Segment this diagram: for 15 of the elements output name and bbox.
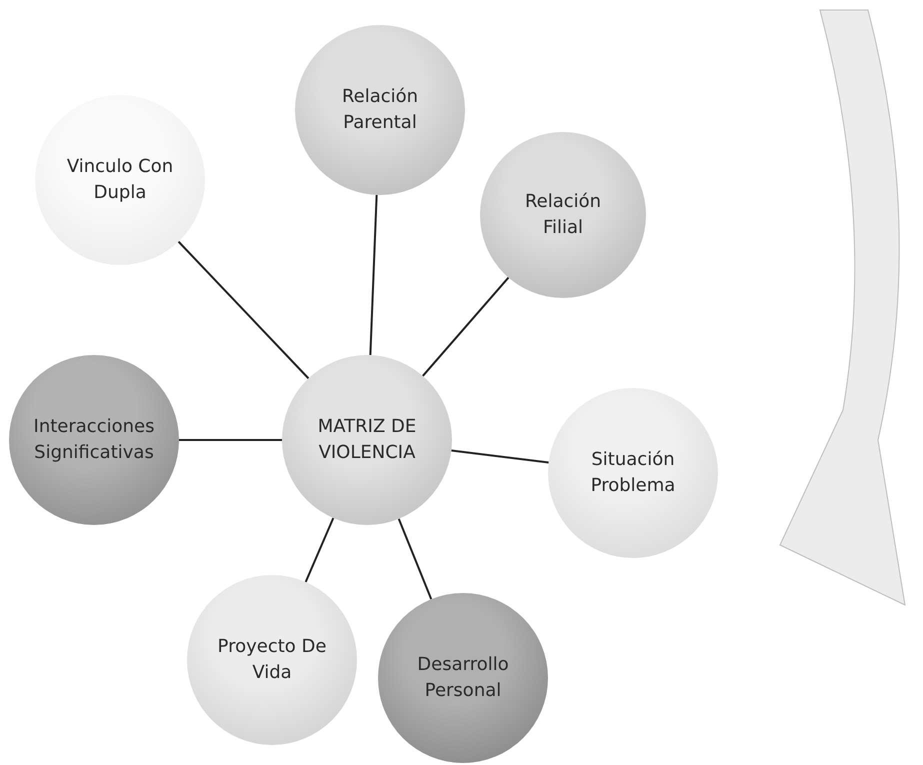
connector-line (451, 449, 549, 464)
node-label: Desarrollo Personal (416, 652, 510, 703)
connector-line (398, 518, 432, 600)
node-label: MATRIZ DE VIOLENCIA (316, 414, 418, 465)
node-label: Situación Problema (590, 448, 676, 498)
node-label: Proyecto De Vida (216, 634, 328, 685)
connector-line (179, 439, 282, 441)
node-label: Relación Parental (340, 84, 420, 135)
node-label: Interacciones Significativas (32, 414, 156, 465)
connector-line (178, 240, 310, 380)
connector-line (304, 518, 334, 582)
connector-line (369, 194, 378, 356)
node-label: Relación Filial (524, 190, 602, 240)
node-label: Vinculo Con Dupla (66, 154, 174, 205)
connector-line (422, 276, 510, 377)
